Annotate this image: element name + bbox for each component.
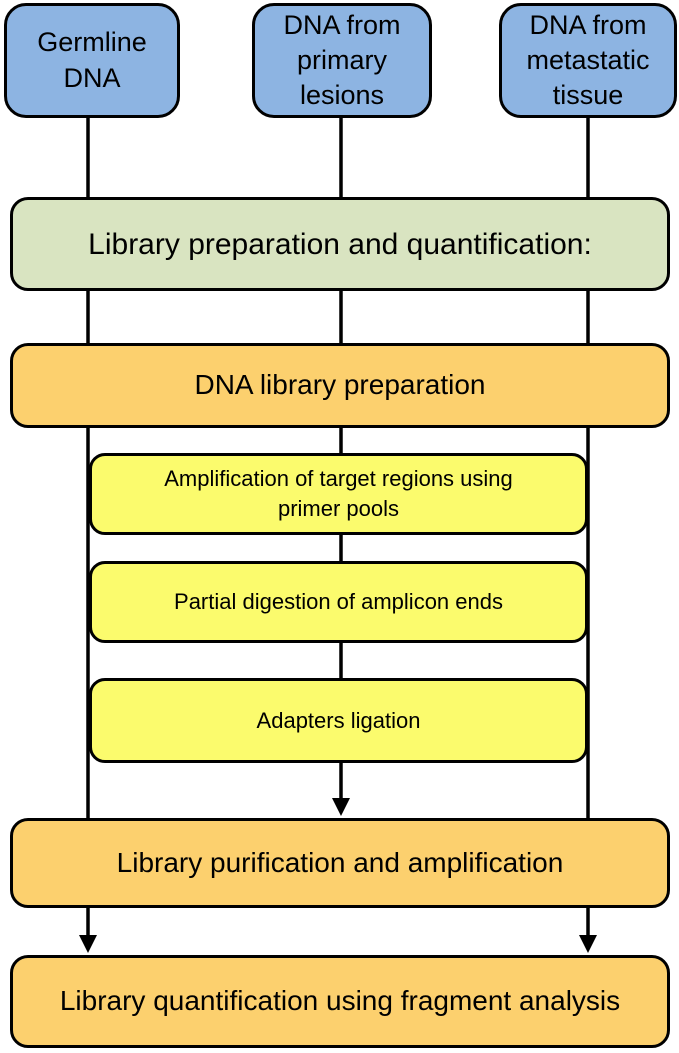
stage-box-library-purification-amplification: Library purification and amplification (10, 818, 670, 908)
input-box-dna-primary-lesions: DNA from primary lesions (252, 3, 432, 118)
stage-box-library-quantification-fragment-analysis: Library quantification using fragment an… (10, 955, 670, 1048)
input-box-dna-primary-lesions-label: DNA from primary lesions (283, 9, 401, 111)
substep-box-adapters-ligation-label: Adapters ligation (256, 707, 421, 733)
substep-box-partial-digestion-label: Partial digestion of amplicon ends (174, 589, 503, 615)
input-box-germline-dna-label: Germline DNA (37, 27, 147, 93)
substep-box-adapters-ligation: Adapters ligation (89, 678, 588, 763)
arrowhead-right-icon (579, 935, 597, 953)
substep-box-amplification-target-regions: Amplification of target regions using pr… (89, 453, 588, 535)
stage-box-dna-library-preparation-label: DNA library preparation (194, 369, 486, 401)
input-box-germline-dna: Germline DNA (4, 3, 180, 118)
arrowhead-center-icon (332, 798, 350, 816)
arrowhead-left-icon (79, 935, 97, 953)
section-header-label: Library preparation and quantification: (88, 227, 592, 261)
stage-box-library-purification-label: Library purification and amplification (116, 846, 564, 878)
stage-box-dna-library-preparation: DNA library preparation (10, 343, 670, 428)
substep-box-amplification-label: Amplification of target regions using pr… (164, 466, 513, 521)
stage-box-library-quantification-label: Library quantification using fragment an… (59, 985, 621, 1017)
substep-box-partial-digestion: Partial digestion of amplicon ends (89, 561, 588, 643)
input-box-dna-metastatic-tissue-label: DNA from metastatic tissue (526, 9, 650, 111)
input-box-dna-metastatic-tissue: DNA from metastatic tissue (499, 3, 677, 118)
section-header-library-prep-quantification: Library preparation and quantification: (10, 197, 670, 291)
